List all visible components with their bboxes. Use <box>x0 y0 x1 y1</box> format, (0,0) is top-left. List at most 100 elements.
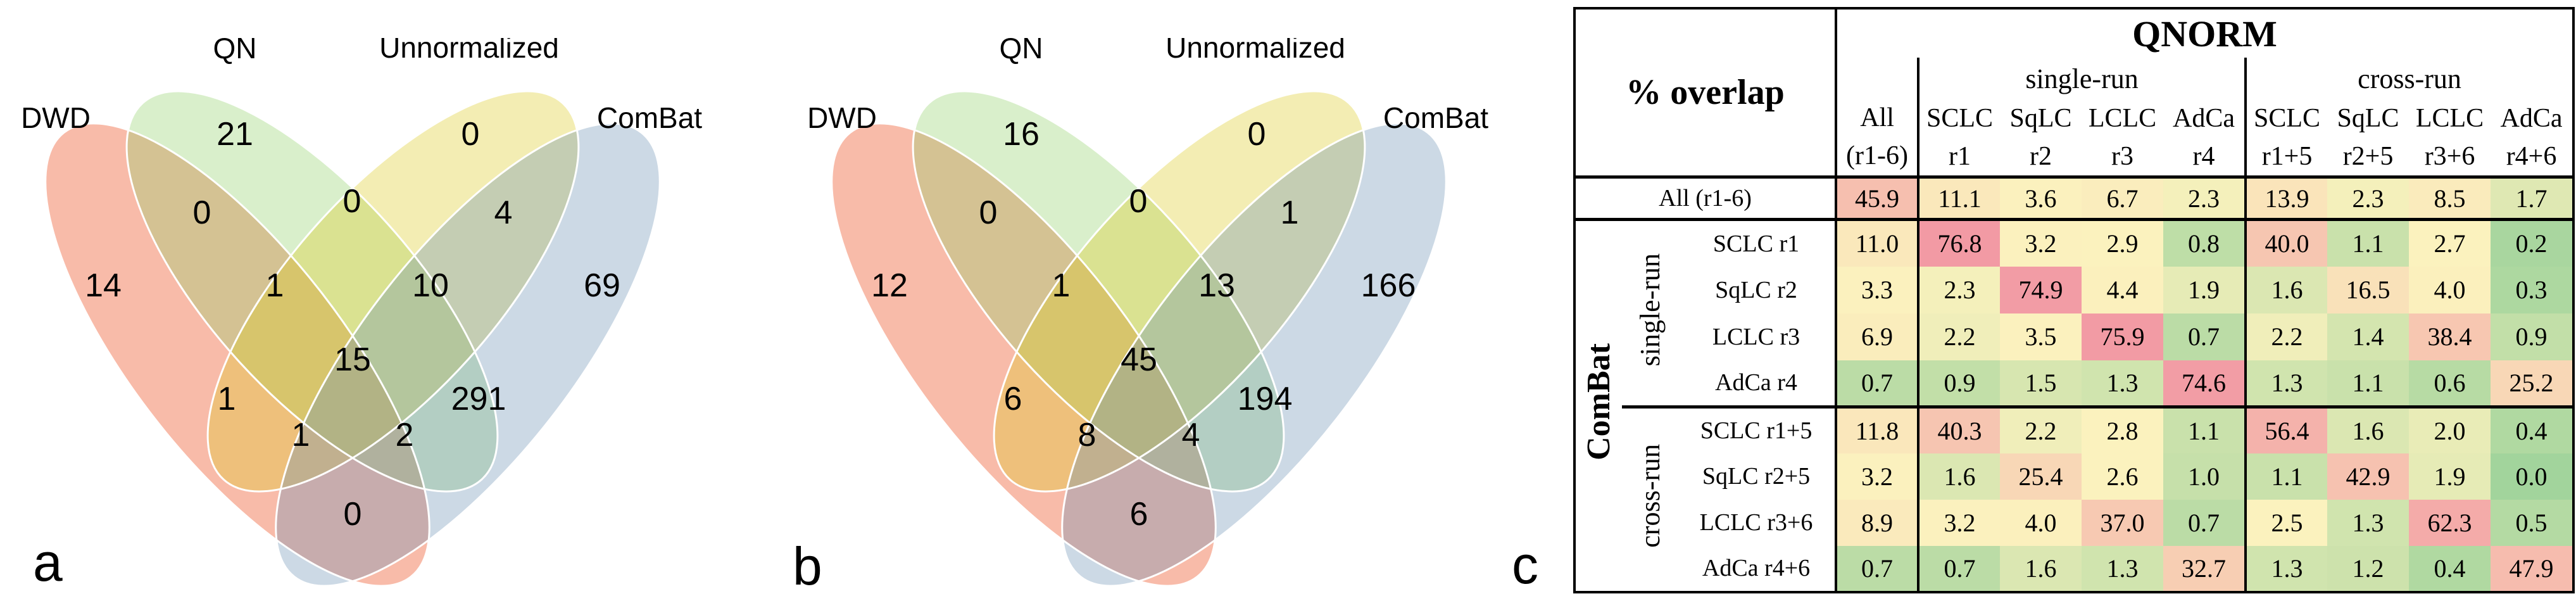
heatmap-cell-sqlc-r2-5-c6: 42.9 <box>2327 453 2410 500</box>
row-label-sqlc-r2: SqLC r2 <box>1678 266 1838 314</box>
column-run: (r1-6) <box>1846 141 1908 170</box>
venn-a-region-count-dwd-qn-unnormalized-combat: 15 <box>334 341 371 378</box>
row-subgroup-label-cross-run: cross-run <box>1622 407 1678 592</box>
venn-a-region-count-unnormalized-combat: 4 <box>494 194 513 231</box>
heatmap-cell-lclc-r3-c6: 1.4 <box>2327 313 2410 360</box>
venn-b-set-label-combat: ComBat <box>1383 101 1488 134</box>
column-run: r2 <box>2030 142 2052 171</box>
venn-a-region-count-combat: 69 <box>584 267 620 304</box>
venn-a-region-count-dwd-qn-unnormalized: 1 <box>266 267 284 304</box>
venn-b-region-count-qn-combat: 194 <box>1238 381 1293 417</box>
row-label-sclc-r1-5: SCLC r1+5 <box>1678 407 1838 453</box>
heatmap-cell-sclc-r1-c6: 1.1 <box>2327 219 2410 267</box>
heatmap-cell-sqlc-r2-5-c5: 1.1 <box>2246 453 2328 500</box>
venn-a-ellipse-dwd <box>45 123 430 586</box>
venn-a-set-label-combat: ComBat <box>597 101 702 134</box>
venn-a-ellipse-qn <box>127 91 498 491</box>
heatmap-cell-sqlc-r2-5-c8: 0.0 <box>2491 453 2574 500</box>
heatmap-cell-sclc-r1-5-c8: 0.4 <box>2491 407 2574 453</box>
venn-a-region-count-dwd-qn: 0 <box>193 194 211 231</box>
column-header-sclc-r1: SCLC r1 <box>1918 99 2001 179</box>
venn-a-set-label-dwd: DWD <box>21 101 91 134</box>
column-name: SCLC <box>1926 104 1994 133</box>
heatmap-cell-all-r1-6-c5: 13.9 <box>2246 177 2328 221</box>
column-name: AdCa <box>2173 104 2235 133</box>
venn-a-region-count-qn: 21 <box>217 116 253 153</box>
heatmap-cell-sclc-r1-5-c3: 2.8 <box>2082 407 2164 453</box>
venn-b-region-count-dwd-qn: 0 <box>979 194 998 231</box>
column-run: r1+5 <box>2261 142 2313 171</box>
column-name: SqLC <box>2009 104 2072 133</box>
column-name: LCLC <box>2088 104 2157 133</box>
heatmap-cell-sqlc-r2-c4: 1.9 <box>2163 266 2247 314</box>
heatmap-cell-all-r1-6-c6: 2.3 <box>2327 177 2410 221</box>
qnorm-header: QNORM <box>2132 13 2277 54</box>
venn-b-region-count-dwd: 12 <box>871 267 908 304</box>
venn-b-region-count-unnormalized: 0 <box>1248 116 1266 153</box>
heatmap-cell-adca-r4-6-c4: 32.7 <box>2163 545 2247 592</box>
venn-a-set-label-unnormalized: Unnormalized <box>379 38 559 64</box>
heatmap-cell-sqlc-r2-c5: 1.6 <box>2246 266 2328 314</box>
venn-a-ellipse-unnormalized <box>208 91 579 491</box>
heatmap-cell-sqlc-r2-5-c4: 1.0 <box>2163 453 2247 500</box>
venn-a-region-count-qn-unnormalized: 0 <box>343 183 361 220</box>
heatmap-cell-sqlc-r2-5-c1: 1.6 <box>1918 453 2001 500</box>
venn-b-ellipse-outline-combat <box>1061 122 1447 587</box>
heatmap-cell-adca-r4-6-c3: 1.3 <box>2082 545 2164 592</box>
heatmap-cell-sclc-r1-c0: 11.0 <box>1836 219 1920 267</box>
heatmap-cell-lclc-r3-c0: 6.9 <box>1836 313 1920 360</box>
venn-b-set-label-unnormalized: Unnormalized <box>1165 38 1345 64</box>
venn-b-region-count-qn: 16 <box>1003 116 1040 153</box>
column-name: All <box>1860 103 1894 132</box>
heatmap-cell-lclc-r3-6-c1: 3.2 <box>1918 499 2001 546</box>
heatmap-cell-sclc-r1-5-c2: 2.2 <box>2000 407 2082 453</box>
heatmap-cell-sqlc-r2-c8: 0.3 <box>2491 266 2574 314</box>
heatmap-cell-adca-r4-c7: 0.6 <box>2409 360 2491 408</box>
heatmap-cell-lclc-r3-c1: 2.2 <box>1918 313 2001 360</box>
heatmap-cell-all-r1-6-c1: 11.1 <box>1918 177 2001 221</box>
heatmap-cell-adca-r4-6-c1: 0.7 <box>1918 545 2001 592</box>
heatmap-cell-sqlc-r2-5-c2: 25.4 <box>2000 453 2082 500</box>
venn-a-ellipse-combat <box>275 123 660 586</box>
venn-b-region-count-dwd-unnormalized: 6 <box>1004 381 1022 417</box>
heatmap-cell-sclc-r1-5-c4: 1.1 <box>2163 407 2247 453</box>
heatmap-cell-all-r1-6-c2: 3.6 <box>2000 177 2082 221</box>
heatmap-cell-all-r1-6-c4: 2.3 <box>2163 177 2247 221</box>
heatmap-cell-sclc-r1-5-c6: 1.6 <box>2327 407 2410 453</box>
heatmap-cell-lclc-r3-6-c8: 0.5 <box>2491 499 2574 546</box>
heatmap-cell-sclc-r1-c7: 2.7 <box>2409 219 2491 267</box>
heatmap-cell-all-r1-6-c0: 45.9 <box>1836 177 1920 221</box>
venn-a-region-count-dwd-unnormalized-combat: 1 <box>292 417 310 453</box>
column-header-all-r1-6: All (r1-6) <box>1836 58 1920 179</box>
heatmap-cell-lclc-r3-c5: 2.2 <box>2246 313 2328 360</box>
subgroup-rotated-label: cross-run <box>1634 444 1666 548</box>
heatmap-cell-sqlc-r2-5-c0: 3.2 <box>1836 453 1920 500</box>
venn-b-ellipse-outline-unnormalized <box>993 90 1366 493</box>
venn-b-ellipse-qn <box>913 91 1284 491</box>
venn-a-region-count-dwd-unnormalized: 1 <box>218 381 236 417</box>
heatmap-cell-sclc-r1-c4: 0.8 <box>2163 219 2247 267</box>
venn-a-region-count-dwd-qn-combat: 2 <box>396 417 414 453</box>
venn-b-region-count-qn-unnormalized-combat: 13 <box>1198 267 1235 304</box>
venn-b-set-label-dwd: DWD <box>807 101 877 134</box>
heatmap-cell-adca-r4-6-c0: 0.7 <box>1836 545 1920 592</box>
column-run: r3+6 <box>2424 142 2475 171</box>
heatmap-cell-lclc-r3-6-c0: 8.9 <box>1836 499 1920 546</box>
corner-label: % overlap <box>1574 8 1838 179</box>
venn-b-set-label-qn: QN <box>1000 38 1043 65</box>
heatmap-cell-adca-r4-c5: 1.3 <box>2246 360 2328 408</box>
venn-a-set-label-qn: QN <box>213 38 257 65</box>
heatmap-cell-lclc-r3-6-c2: 4.0 <box>2000 499 2082 546</box>
venn-a-ellipse-outline-dwd <box>44 122 430 587</box>
heatmap-cell-sqlc-r2-c2: 74.9 <box>2000 266 2082 314</box>
column-run: r1 <box>1949 142 1971 171</box>
heatmap-cell-sclc-r1-c3: 2.9 <box>2082 219 2164 267</box>
venn-b-region-count-combat: 166 <box>1361 267 1416 304</box>
row-group-label-combat: ComBat <box>1574 219 1622 592</box>
venn-b-ellipse-outline-qn <box>912 90 1285 493</box>
heatmap-cell-sclc-r1-c2: 3.2 <box>2000 219 2082 267</box>
heatmap-cell-sqlc-r2-c3: 4.4 <box>2082 266 2164 314</box>
